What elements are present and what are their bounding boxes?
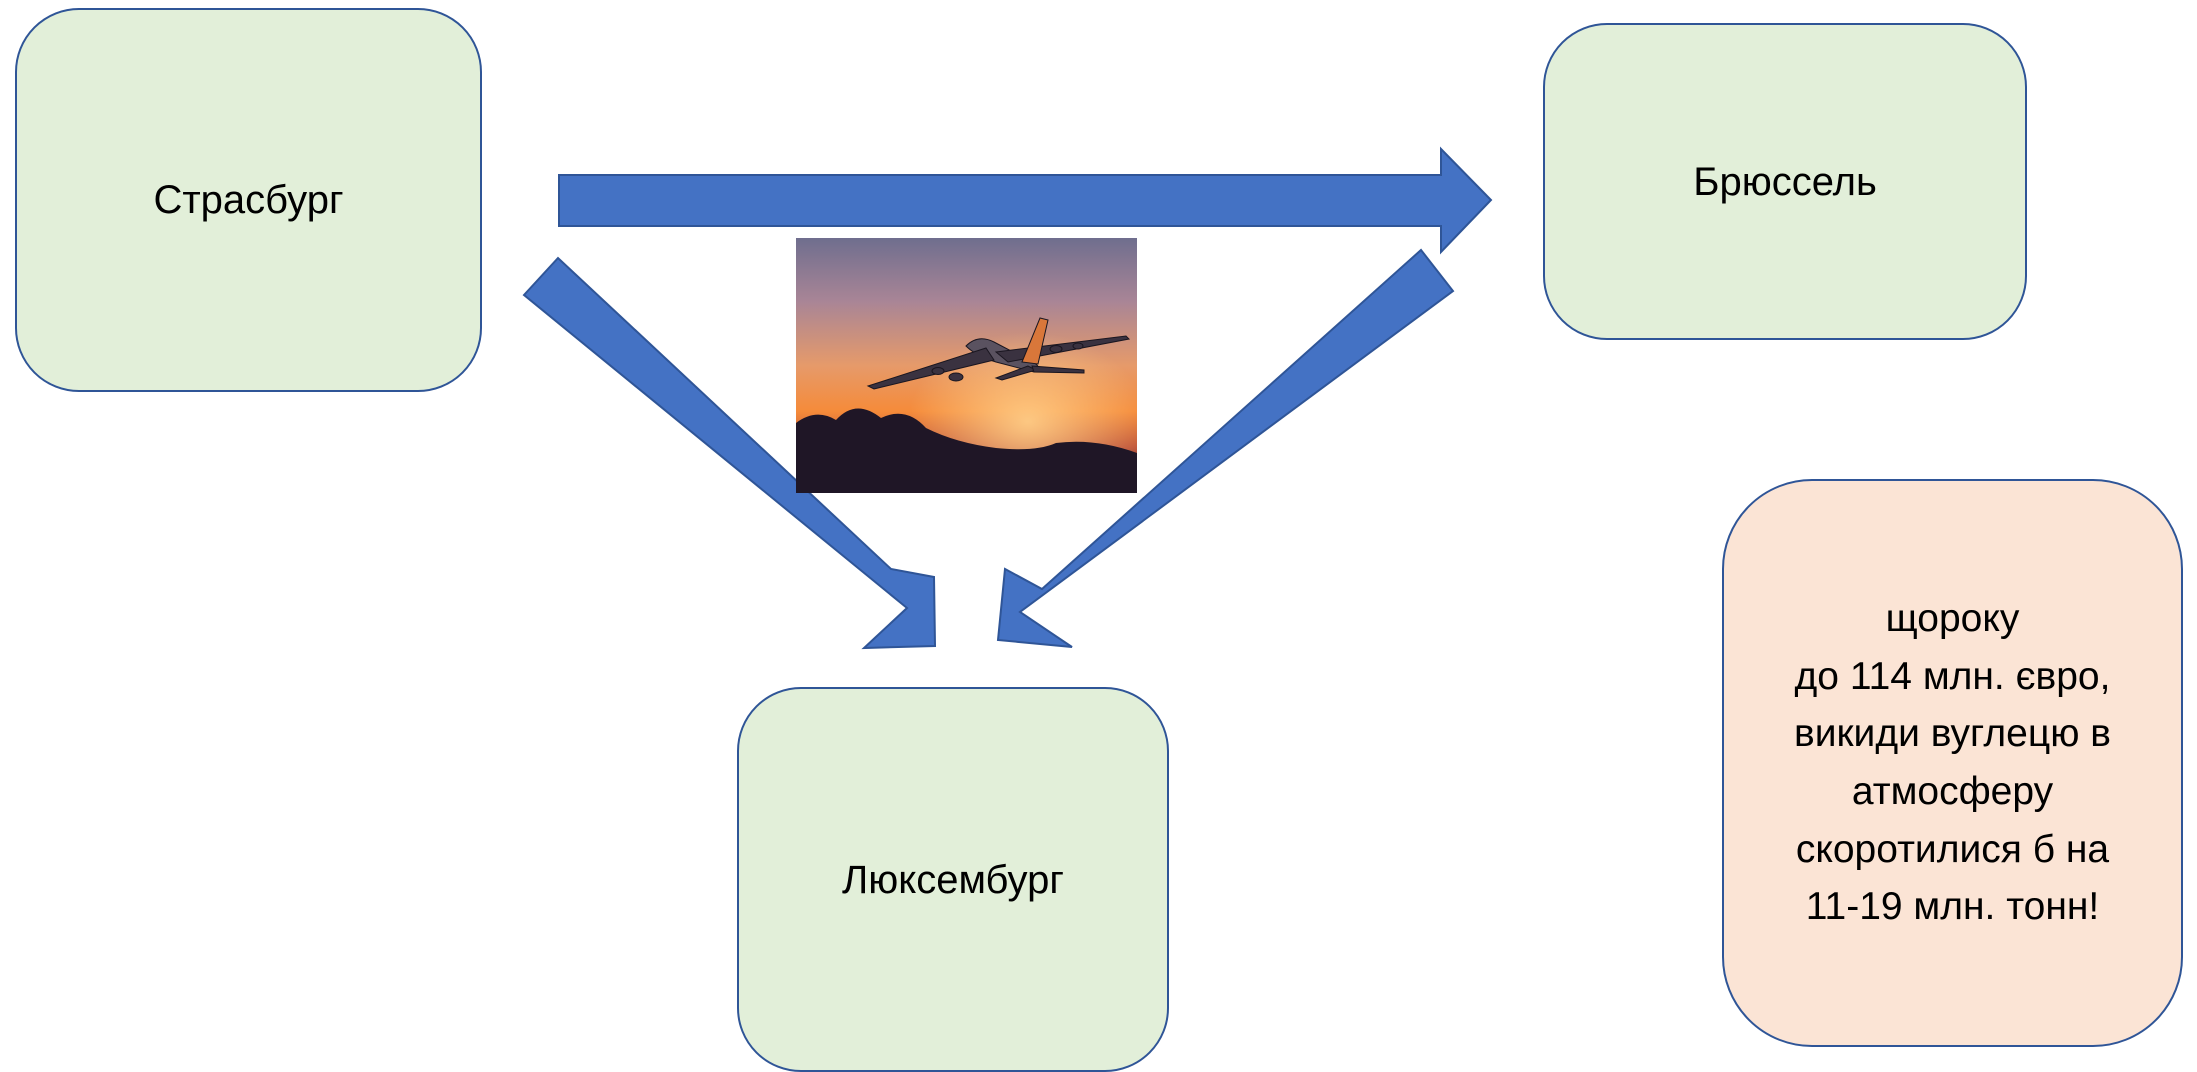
node-strasbourg-label: Страсбург: [153, 178, 344, 222]
arrow-brussels-to-luxembourg: [996, 248, 1455, 648]
arrow-strasbourg-to-luxembourg: [522, 256, 937, 650]
arrow-strasbourg-to-brussels: [558, 146, 1493, 255]
note-savings: щороку до 114 млн. євро, викиди вуглецю …: [1722, 479, 2183, 1047]
node-brussels: Брюссель: [1543, 23, 2027, 340]
node-brussels-label: Брюссель: [1693, 159, 1877, 204]
airplane-sunset-image: [796, 238, 1137, 493]
node-strasbourg: Страсбург: [15, 8, 482, 392]
node-luxembourg-label: Люксембург: [842, 857, 1064, 902]
node-luxembourg: Люксембург: [737, 687, 1169, 1072]
note-savings-text: щороку до 114 млн. євро, викиди вуглецю …: [1793, 596, 2112, 929]
